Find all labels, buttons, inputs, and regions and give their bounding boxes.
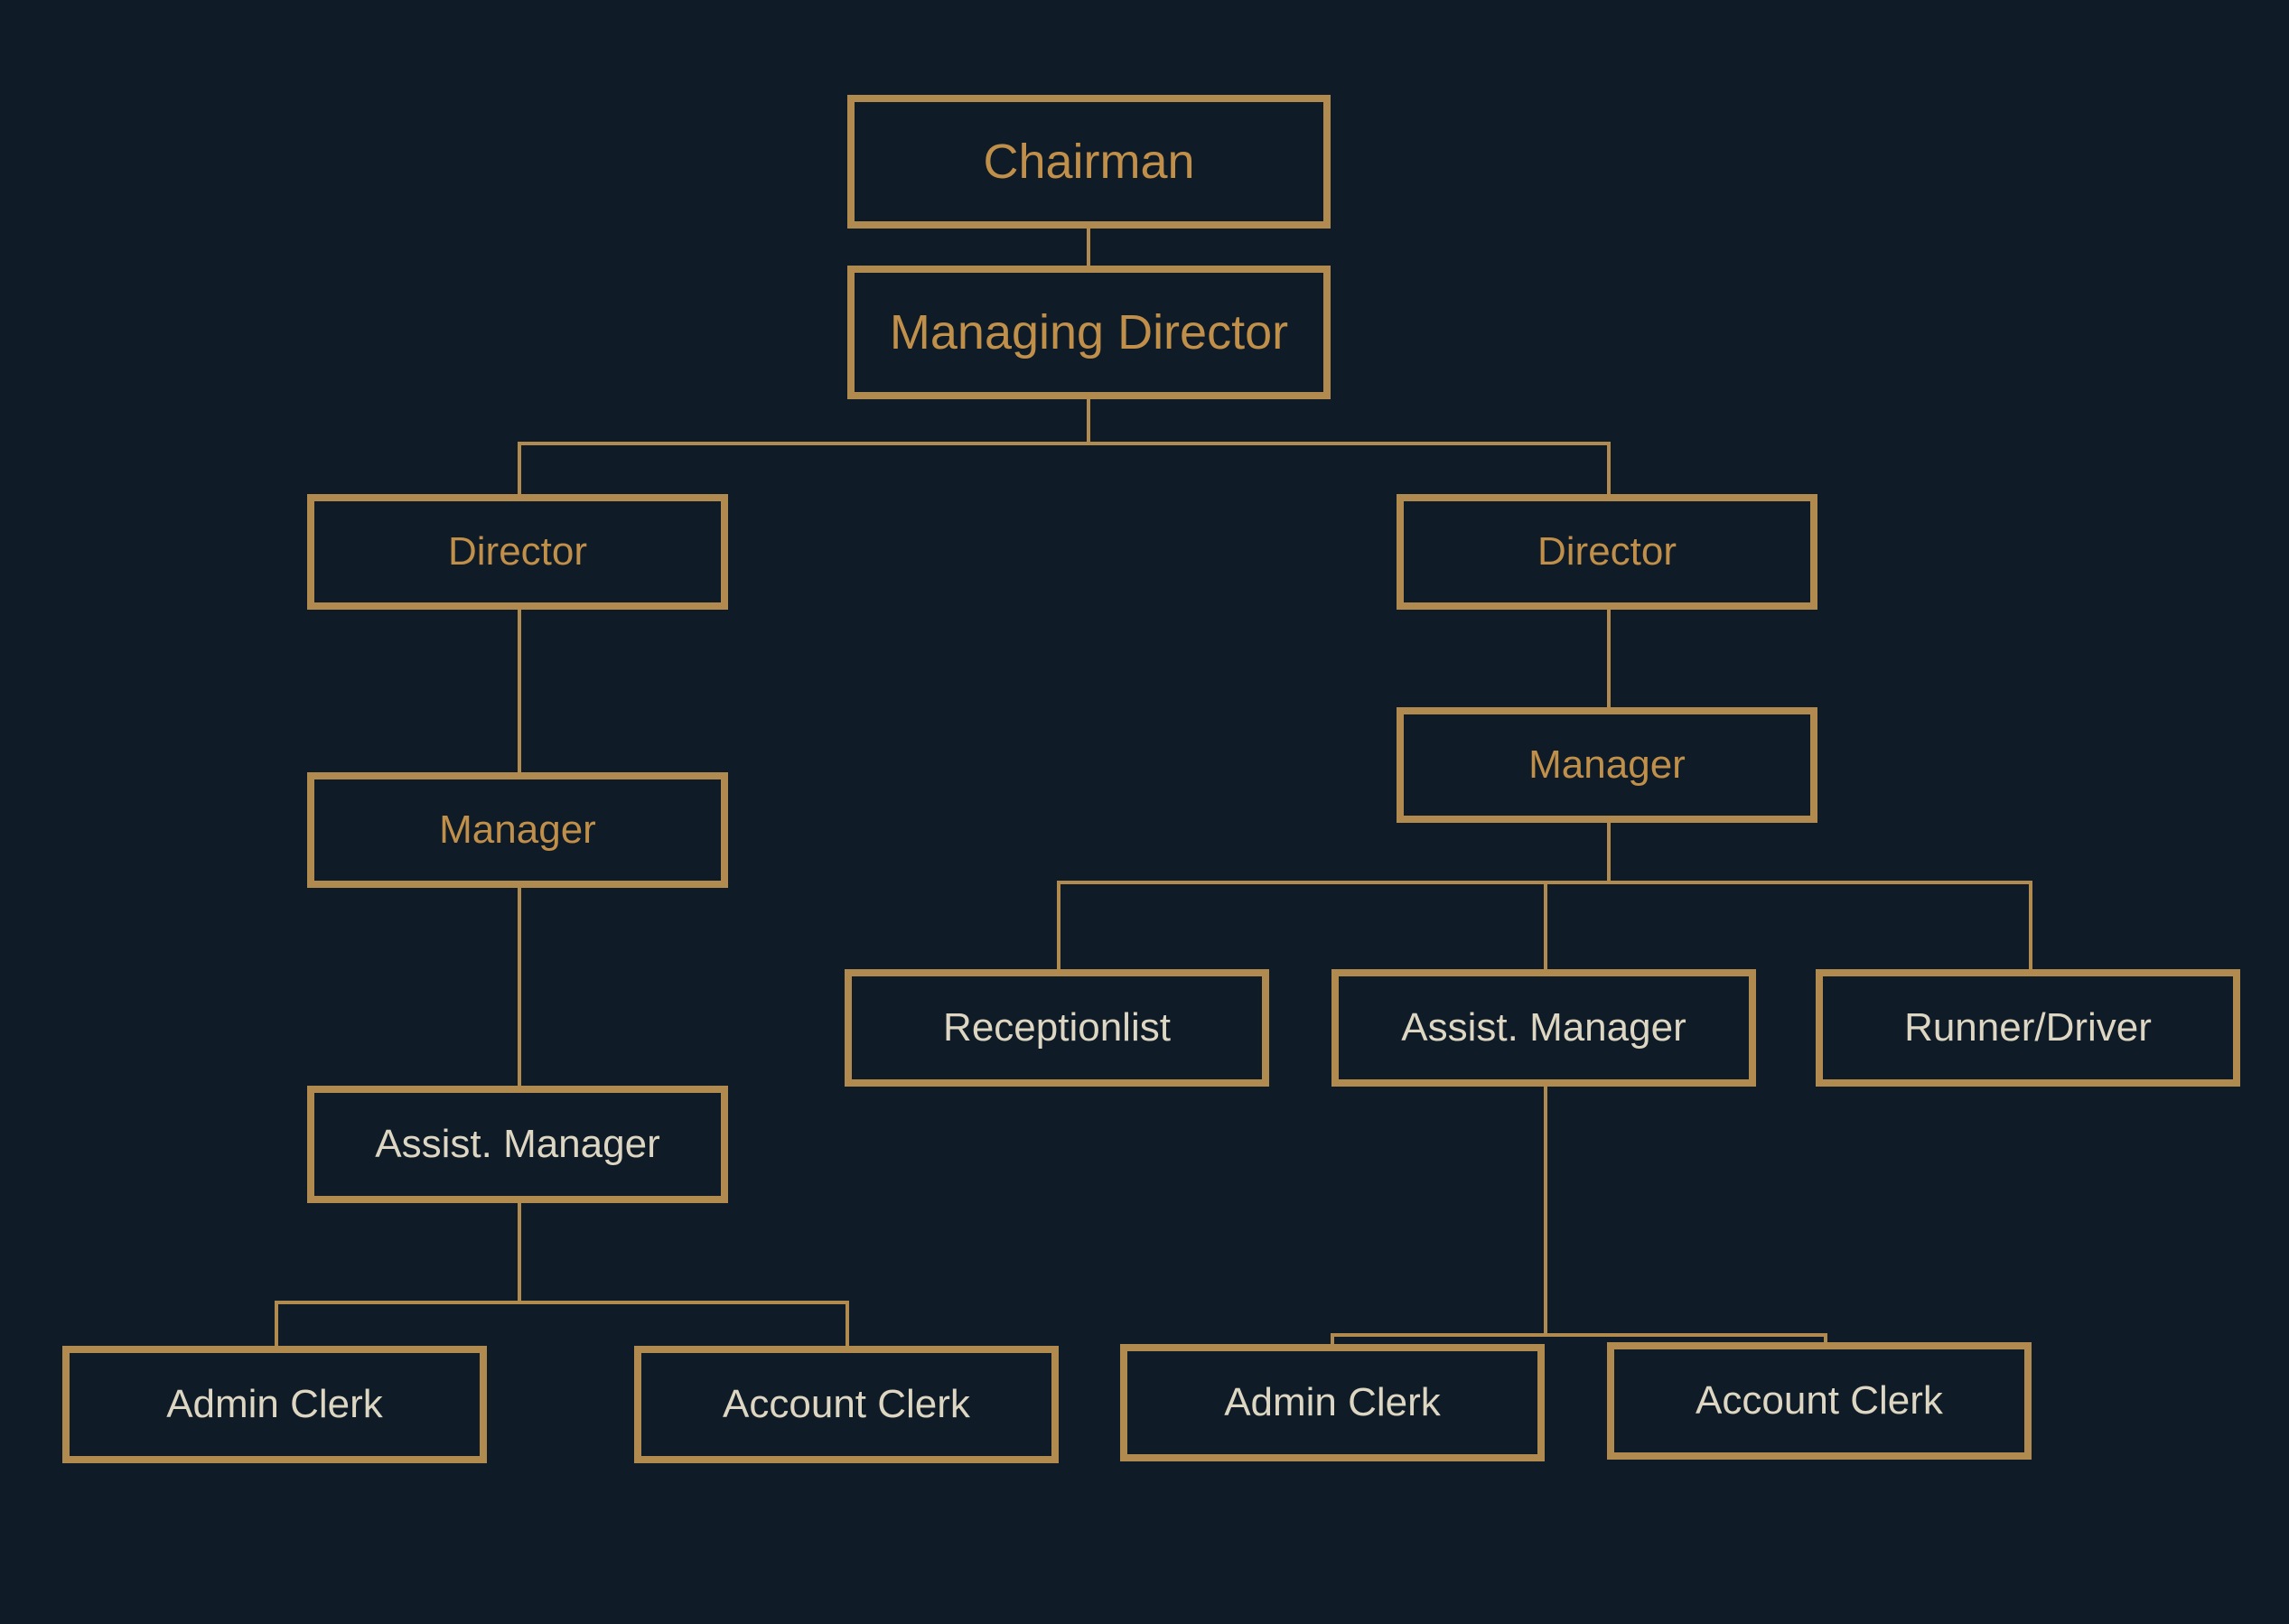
- node-admin-clerk-right[interactable]: Admin Clerk: [1120, 1344, 1545, 1461]
- node-director-left[interactable]: Director: [307, 494, 728, 610]
- edge-to-runner-driver: [2029, 881, 2032, 971]
- edge-manager-right-stem: [1607, 814, 1611, 882]
- node-chairman[interactable]: Chairman: [847, 95, 1331, 229]
- node-admin-clerk-left-label: Admin Clerk: [166, 1382, 383, 1426]
- edge-director-right-to-manager-right: [1607, 607, 1611, 710]
- edge-assist-manager-left-stem: [518, 1203, 521, 1302]
- node-manager-left-label: Manager: [439, 807, 596, 852]
- node-manager-right[interactable]: Manager: [1397, 707, 1817, 823]
- edge-assist-manager-right-stem: [1544, 1087, 1547, 1335]
- node-assist-manager-left-label: Assist. Manager: [375, 1122, 660, 1166]
- node-admin-clerk-left[interactable]: Admin Clerk: [62, 1346, 487, 1463]
- node-manager-left[interactable]: Manager: [307, 772, 728, 888]
- edge-to-account-clerk-left: [846, 1301, 849, 1348]
- node-director-right-label: Director: [1537, 529, 1677, 574]
- node-account-clerk-right-label: Account Clerk: [1696, 1378, 1943, 1423]
- edge-assist-manager-left-bus: [275, 1301, 849, 1304]
- edge-to-receptionlist: [1057, 881, 1060, 971]
- edge-managing-director-stem: [1087, 398, 1090, 443]
- node-receptionlist-label: Receptionlist: [943, 1005, 1171, 1050]
- node-manager-right-label: Manager: [1528, 742, 1686, 787]
- node-admin-clerk-right-label: Admin Clerk: [1224, 1380, 1441, 1424]
- node-account-clerk-left[interactable]: Account Clerk: [634, 1346, 1059, 1463]
- node-assist-manager-left[interactable]: Assist. Manager: [307, 1086, 728, 1203]
- node-assist-manager-right[interactable]: Assist. Manager: [1331, 969, 1756, 1087]
- node-account-clerk-right[interactable]: Account Clerk: [1607, 1342, 2032, 1460]
- node-runner-driver[interactable]: Runner/Driver: [1816, 969, 2240, 1087]
- edge-to-director-left: [518, 442, 521, 497]
- node-receptionlist[interactable]: Receptionlist: [845, 969, 1269, 1087]
- node-chairman-label: Chairman: [983, 135, 1195, 189]
- edge-manager-left-to-assist-manager-left: [518, 886, 521, 1088]
- edge-assist-manager-right-bus: [1331, 1333, 1827, 1337]
- edge-to-director-right: [1607, 442, 1611, 497]
- node-assist-manager-right-label: Assist. Manager: [1401, 1005, 1686, 1050]
- node-account-clerk-left-label: Account Clerk: [723, 1382, 970, 1426]
- edge-chairman-to-managing-director: [1087, 226, 1090, 267]
- node-runner-driver-label: Runner/Driver: [1904, 1005, 2152, 1050]
- edge-managing-director-bus: [518, 442, 1611, 445]
- node-director-left-label: Director: [447, 529, 588, 574]
- node-managing-director[interactable]: Managing Director: [847, 266, 1331, 399]
- node-managing-director-label: Managing Director: [889, 305, 1289, 359]
- node-director-right[interactable]: Director: [1397, 494, 1817, 610]
- edge-to-admin-clerk-left: [275, 1301, 278, 1348]
- edge-to-assist-manager-right: [1544, 881, 1547, 971]
- edge-director-left-to-manager-left: [518, 607, 521, 775]
